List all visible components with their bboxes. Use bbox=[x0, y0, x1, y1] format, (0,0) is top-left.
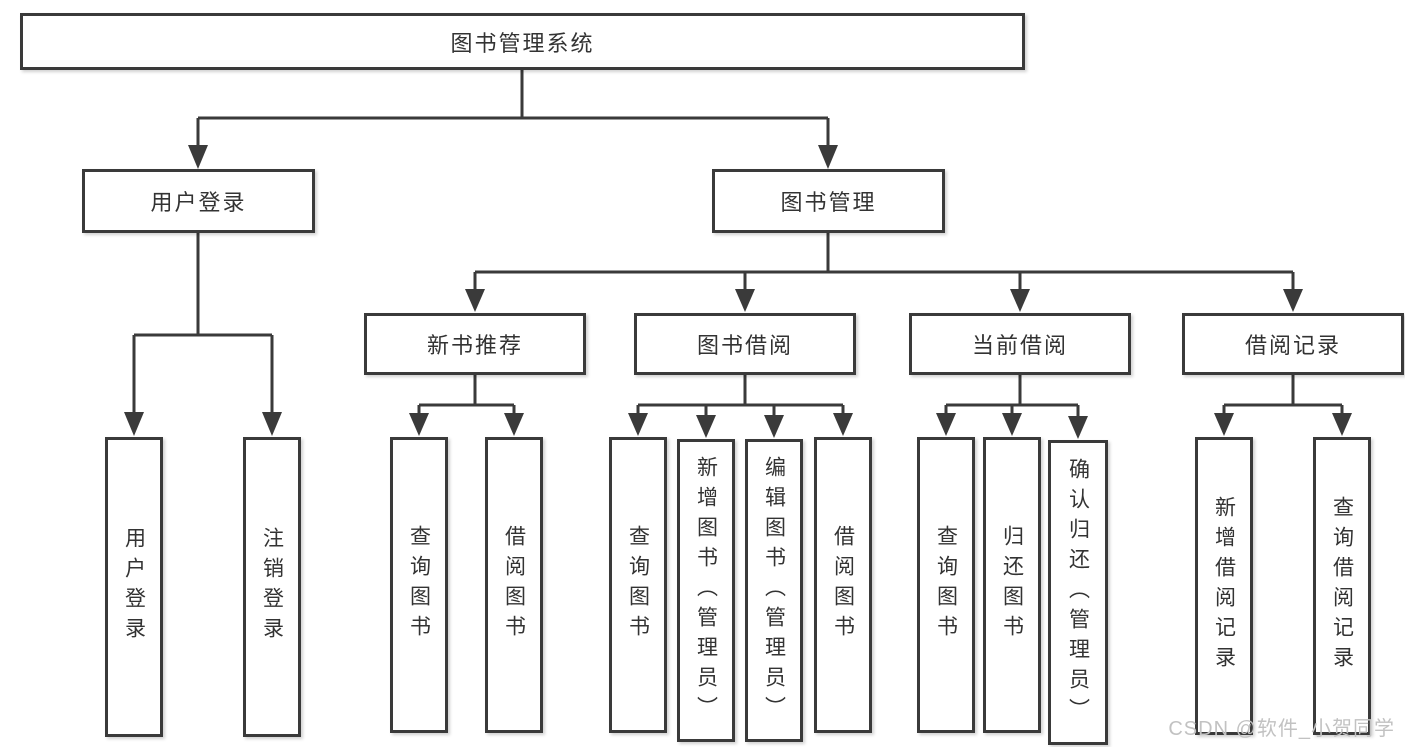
leaf-user-login: 用户登录 bbox=[105, 437, 163, 737]
leaf-query-books-borrowing: 查询图书 bbox=[609, 437, 667, 733]
node-borrowing-records: 借阅记录 bbox=[1182, 313, 1404, 375]
leaf-return-books: 归还图书 bbox=[983, 437, 1041, 733]
node-library-management-system: 图书管理系统 bbox=[20, 13, 1025, 70]
leaf-borrow-books-recommend: 借阅图书 bbox=[485, 437, 543, 733]
leaf-add-borrow-record: 新增借阅记录 bbox=[1195, 437, 1253, 735]
leaf-add-book-admin: 新增图书（管理员） bbox=[677, 439, 735, 742]
leaf-query-books-current: 查询图书 bbox=[917, 437, 975, 733]
node-book-borrowing: 图书借阅 bbox=[634, 313, 856, 375]
leaf-edit-book-admin: 编辑图书（管理员） bbox=[745, 439, 803, 742]
leaf-confirm-return-admin: 确认归还（管理员） bbox=[1048, 440, 1108, 745]
node-new-book-recommendation: 新书推荐 bbox=[364, 313, 586, 375]
node-current-borrowing: 当前借阅 bbox=[909, 313, 1131, 375]
leaf-query-books-recommend: 查询图书 bbox=[390, 437, 448, 733]
leaf-query-borrow-record: 查询借阅记录 bbox=[1313, 437, 1371, 735]
leaf-borrow-books-borrowing: 借阅图书 bbox=[814, 437, 872, 733]
leaf-logout: 注销登录 bbox=[243, 437, 301, 737]
watermark: CSDN @软件_小贺同学 bbox=[1168, 718, 1395, 740]
node-user-login: 用户登录 bbox=[82, 169, 315, 233]
node-book-management: 图书管理 bbox=[712, 169, 945, 233]
